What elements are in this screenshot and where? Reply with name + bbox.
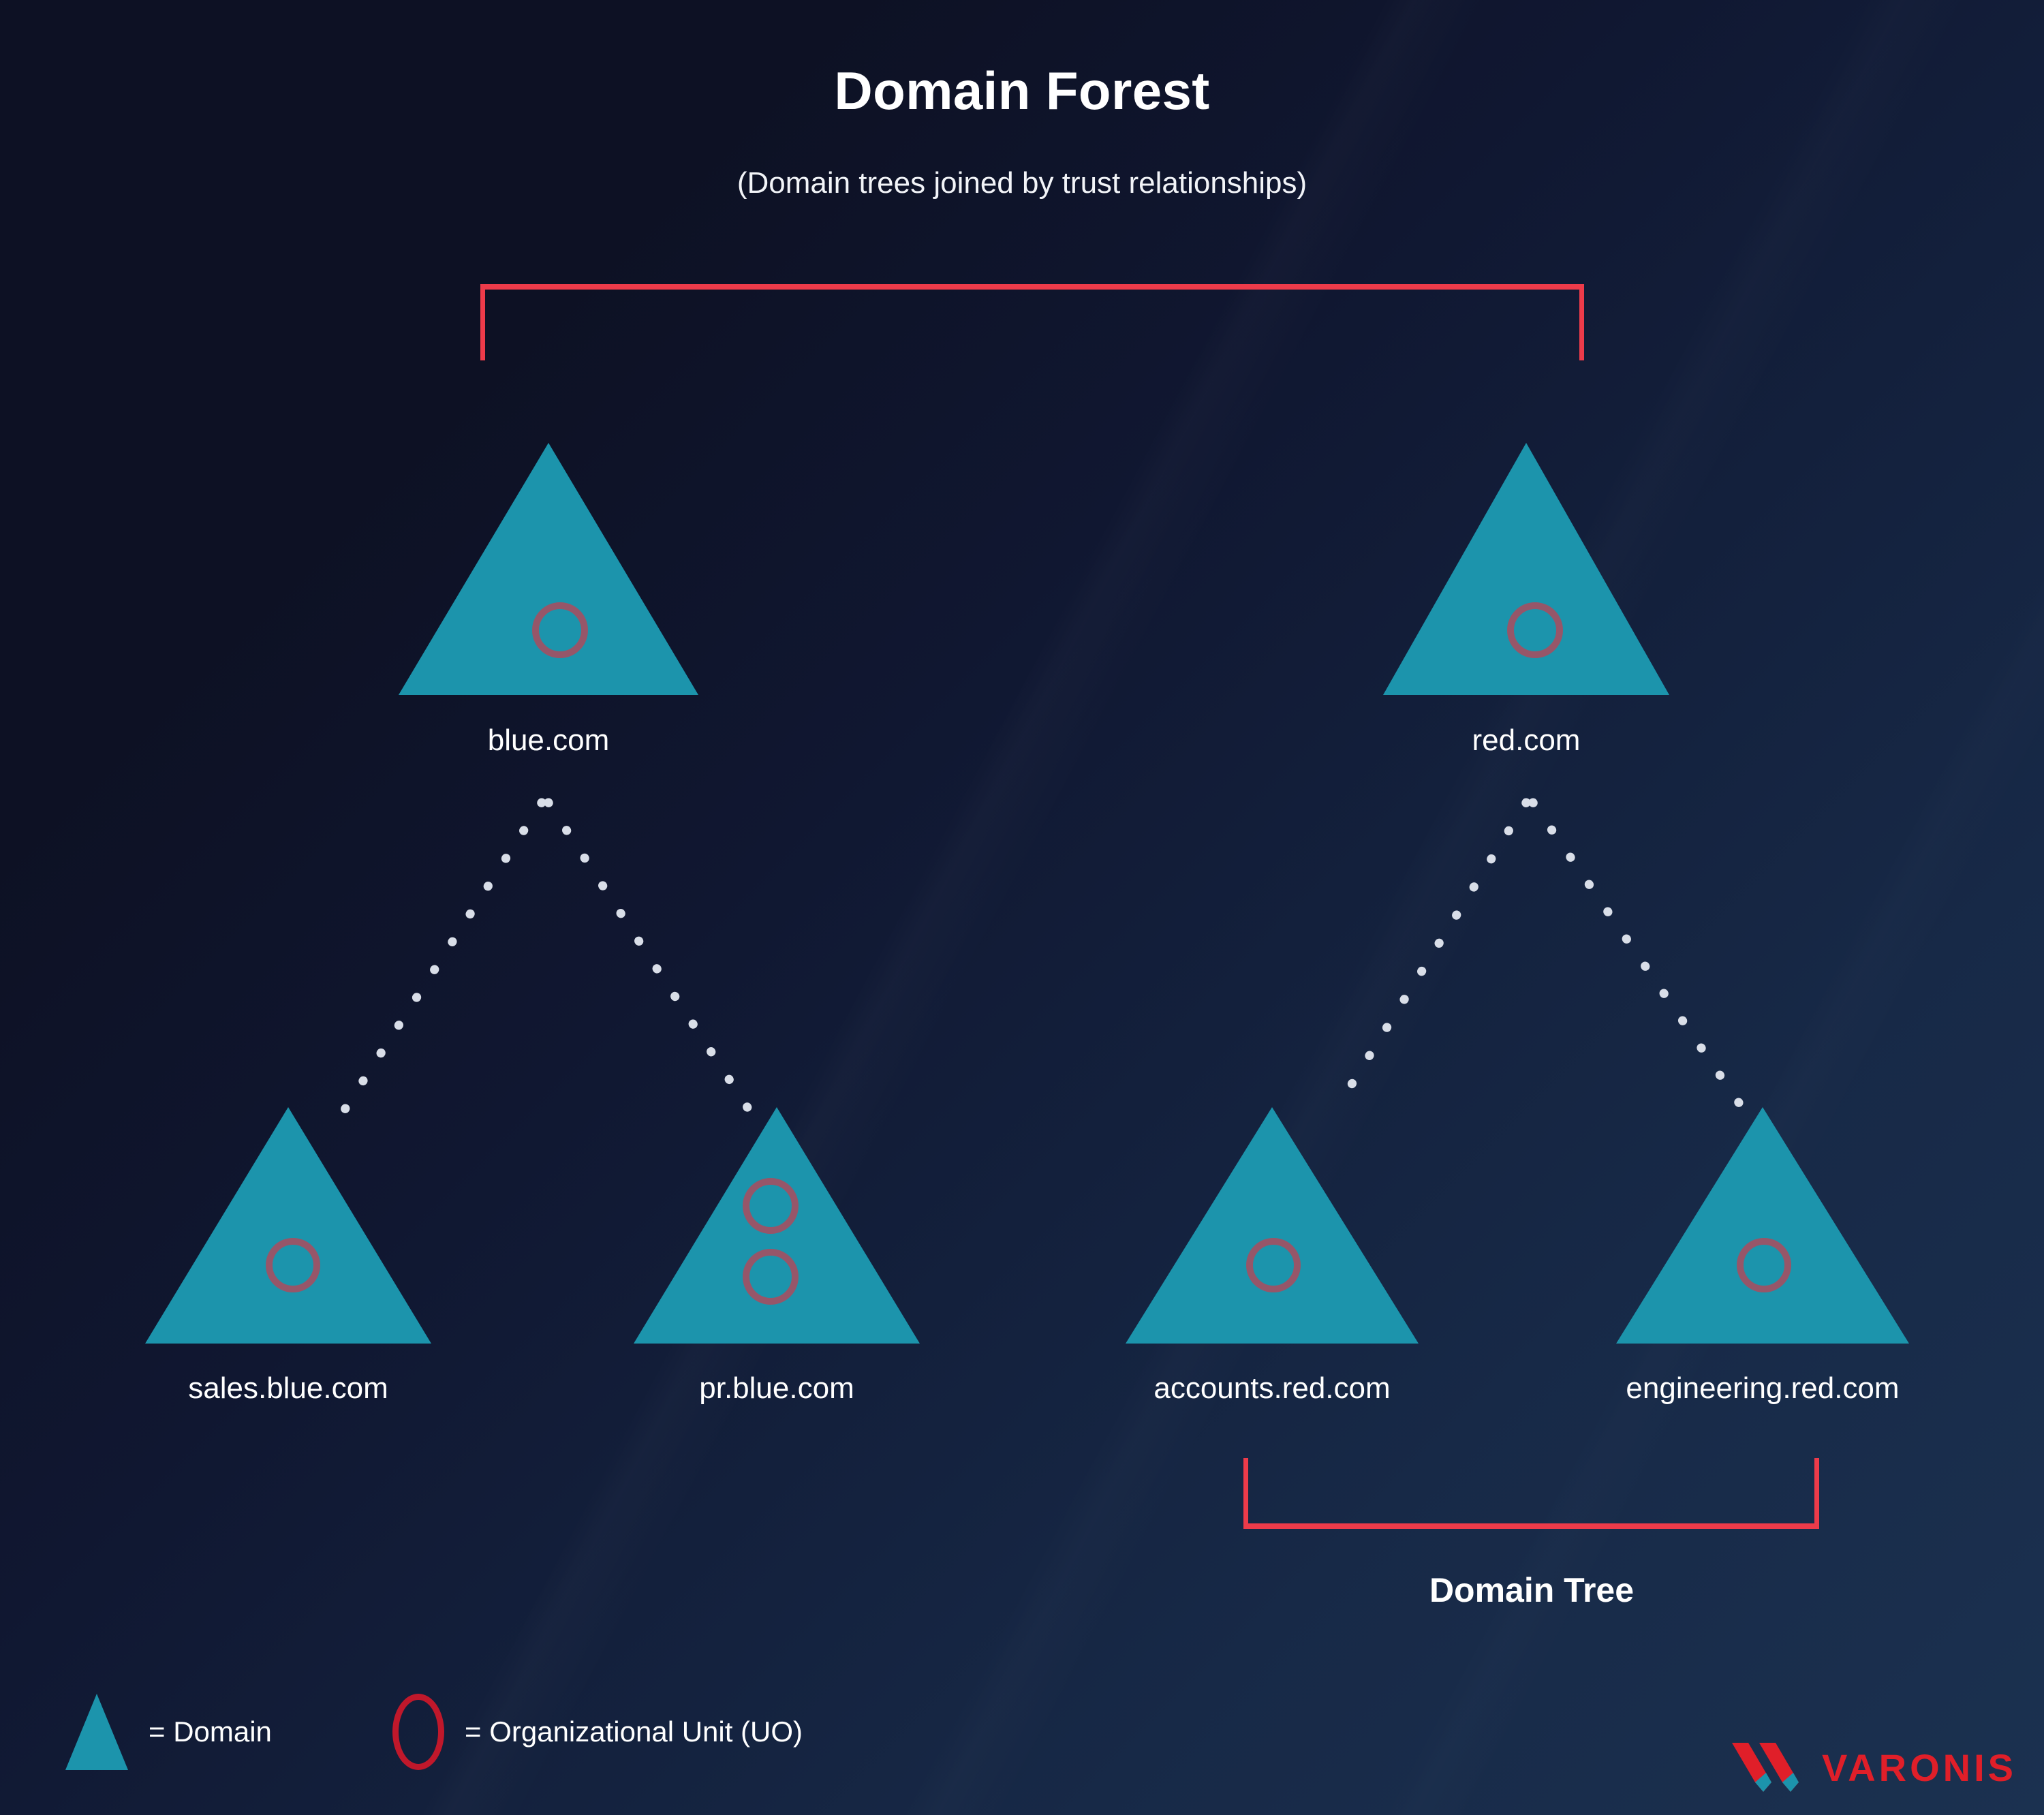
varonis-chevron-icon [1732, 1743, 1799, 1792]
varonis-logo: VARONIS [1731, 1743, 2017, 1792]
domain-triangle-icon [1383, 443, 1669, 695]
legend-item-domain: = Domain [65, 1694, 272, 1770]
forest-bracket-top-bar [480, 284, 1584, 290]
organizational-unit-icon [532, 602, 588, 658]
forest-bracket-left-leg [480, 284, 485, 360]
trust-connector-blue [339, 798, 754, 1115]
circle-outline-icon [392, 1694, 444, 1770]
triangle-icon [65, 1694, 128, 1770]
organizational-unit-icon [1507, 602, 1563, 658]
domain-node-red[interactable]: red.com [1383, 443, 1669, 757]
legend-domain-label: = Domain [149, 1716, 272, 1748]
domain-tree-bracket-left-leg [1243, 1458, 1248, 1529]
page-title: Domain Forest [834, 61, 1210, 121]
organizational-unit-icon [266, 1238, 320, 1292]
domain-node-label: sales.blue.com [188, 1371, 388, 1405]
organizational-unit-icon [743, 1249, 799, 1305]
domain-tree-caption: Domain Tree [1429, 1571, 1635, 1609]
domain-triangle-icon [1616, 1107, 1909, 1344]
varonis-wordmark: VARONIS [1822, 1746, 2017, 1789]
organizational-unit-icon [743, 1178, 799, 1234]
domain-node-sales-blue[interactable]: sales.blue.com [145, 1107, 431, 1405]
domain-node-label: blue.com [487, 724, 610, 757]
forest-bracket [480, 284, 1584, 360]
domain-node-label: pr.blue.com [699, 1371, 854, 1405]
domain-tree-bracket-bottom-bar [1243, 1523, 1819, 1529]
domain-node-label: engineering.red.com [1626, 1371, 1900, 1405]
organizational-unit-icon [1246, 1238, 1301, 1292]
domain-node-accounts-red[interactable]: accounts.red.com [1126, 1107, 1419, 1405]
domain-node-label: accounts.red.com [1153, 1371, 1391, 1405]
legend-item-organizational-unit: = Organizational Unit (UO) [392, 1694, 803, 1770]
domain-triangle-icon [399, 443, 698, 695]
trust-connector-red [1331, 798, 1749, 1115]
domain-triangle-icon [145, 1107, 431, 1344]
domain-node-label: red.com [1472, 724, 1581, 757]
legend-ou-label: = Organizational Unit (UO) [465, 1716, 803, 1748]
domain-node-pr-blue[interactable]: pr.blue.com [634, 1107, 920, 1405]
domain-triangle-icon [1126, 1107, 1419, 1344]
domain-tree-bracket [1243, 1458, 1819, 1529]
domain-node-blue[interactable]: blue.com [399, 443, 698, 757]
page-subtitle: (Domain trees joined by trust relationsh… [737, 166, 1307, 200]
organizational-unit-icon [1737, 1238, 1791, 1292]
domain-tree-bracket-right-leg [1814, 1458, 1819, 1529]
forest-bracket-right-leg [1579, 284, 1584, 360]
domain-node-engineering-red[interactable]: engineering.red.com [1616, 1107, 1909, 1405]
